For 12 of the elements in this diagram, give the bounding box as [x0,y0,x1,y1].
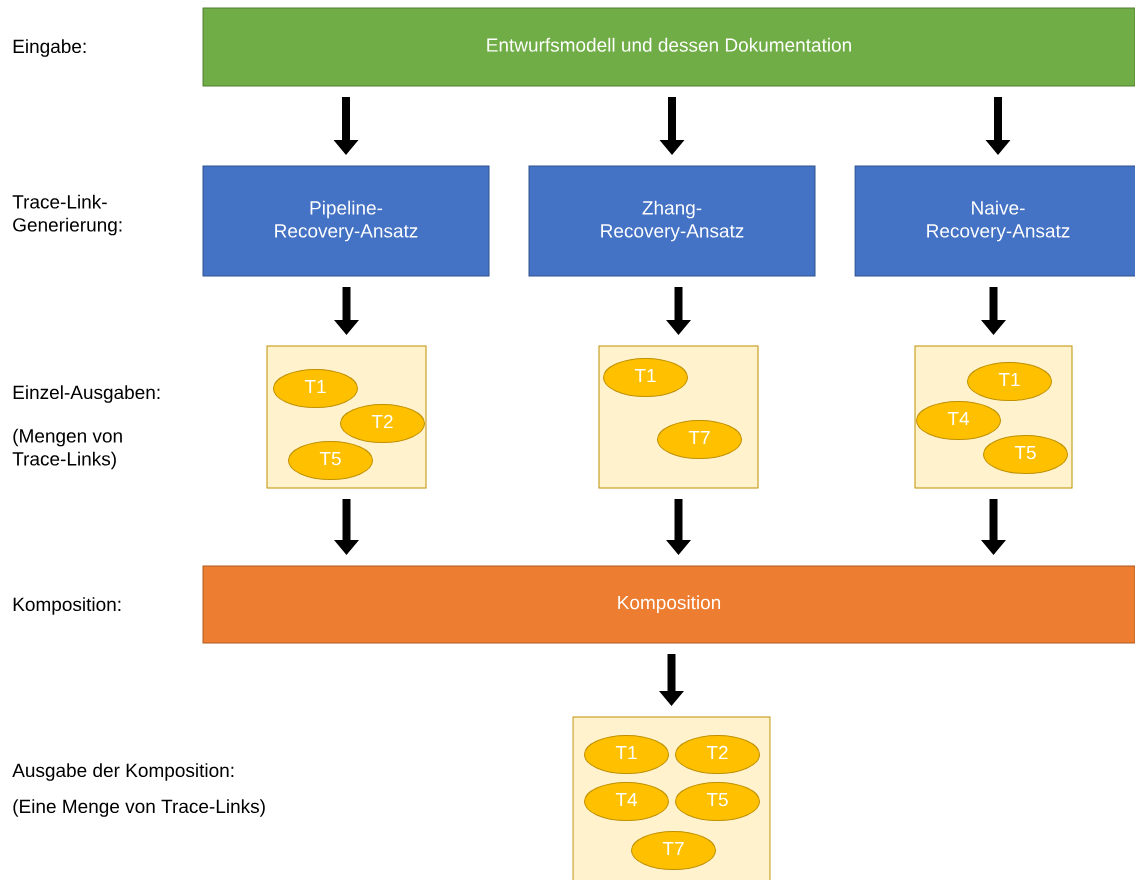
banner-box: Entwurfsmodell und dessen Dokumentation [202,7,1135,87]
row-label: Ausgabe der Komposition: [12,763,234,781]
process-box: Pipeline- Recovery-Ansatz [202,165,490,277]
row-label: Trace-Link- Generierung: [12,194,122,236]
row-label: Einzel-Ausgaben: [13,385,160,403]
process-box: Naive- Recovery-Ansatz [854,165,1135,277]
process-box: Zhang- Recovery-Ansatz [528,165,816,277]
row-label: Eingabe: [13,39,86,57]
row-label: (Mengen von Trace-Links) [12,428,122,470]
row-label: Komposition: [13,597,121,615]
row-label: (Eine Menge von Trace-Links) [13,799,265,817]
process-box: Komposition [202,565,1135,644]
